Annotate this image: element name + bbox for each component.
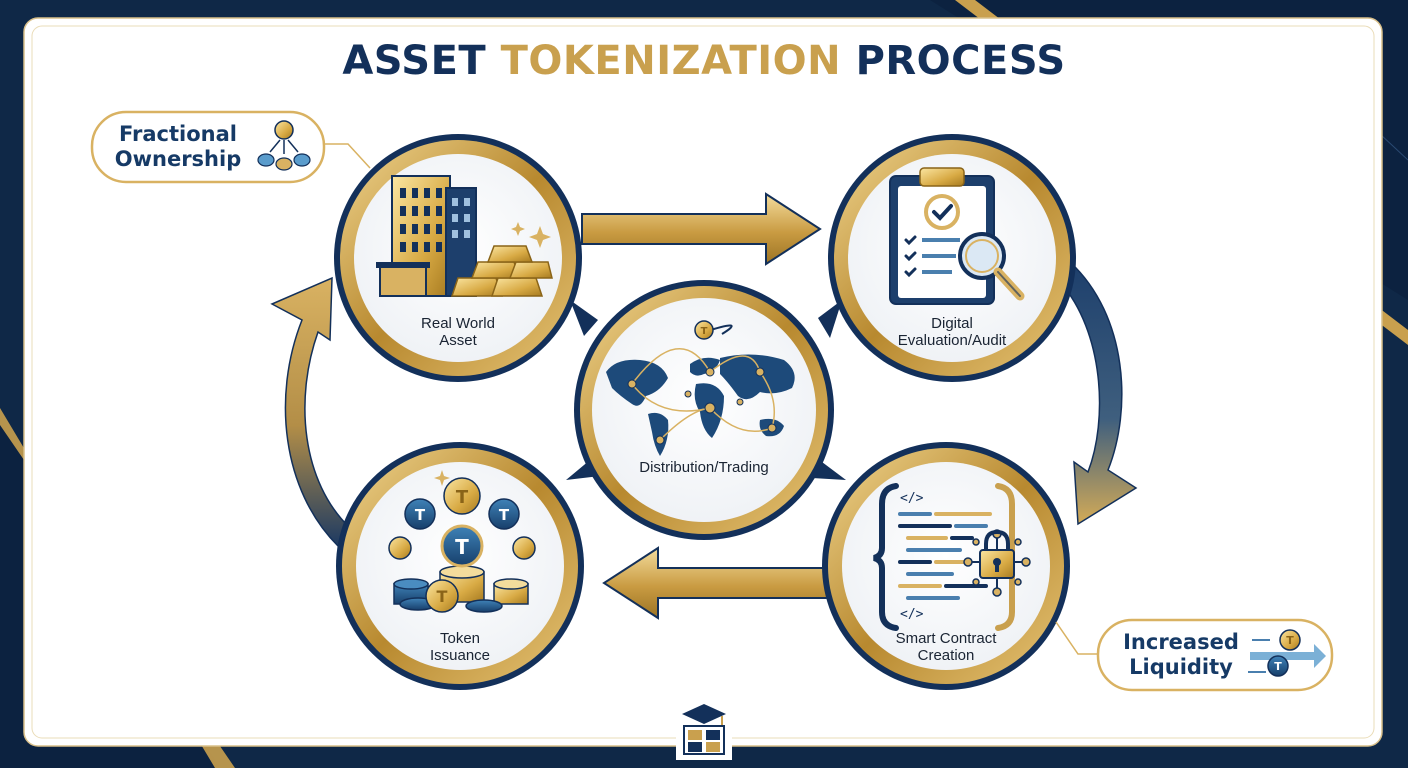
arrow-asset-to-evaluation [581, 192, 822, 266]
node-smart-contract-creation[interactable]: </> </> [822, 442, 1070, 690]
callout-fractional-ownership [90, 110, 371, 184]
building-gold-bars-icon [376, 175, 553, 297]
coin-glyph: T [1274, 660, 1282, 673]
callout-label-increased-liquidity: Increased Liquidity [1123, 630, 1239, 679]
coin-glyph: T [456, 487, 469, 508]
coin-glyph: T [1286, 634, 1294, 647]
node-distribution-trading[interactable]: T [574, 280, 834, 540]
node-label-distribution-trading: Distribution/Trading [639, 459, 769, 476]
node-real-world-asset[interactable] [334, 134, 582, 382]
arrow-issuance-to-asset [270, 276, 351, 548]
coin-glyph: T [455, 535, 469, 559]
title-part-process: PROCESS [855, 38, 1066, 84]
node-label-real-world-asset: Real World Asset [421, 315, 495, 349]
node-digital-evaluation-audit[interactable] [828, 134, 1076, 382]
arrow-contract-to-issuance [602, 546, 831, 620]
graduation-cap-logo-icon [676, 700, 732, 760]
title-part-asset: ASSET [342, 38, 487, 84]
title-part-tokenization: TOKENIZATION [500, 38, 842, 84]
node-label-smart-contract-creation: Smart Contract Creation [895, 630, 997, 664]
code-close-tag: </> [900, 607, 924, 622]
coin-glyph: T [499, 506, 510, 524]
trade-route-lines [631, 324, 775, 441]
coin-stack-icon: T T T T T [388, 470, 536, 613]
code-open-tag: </> [900, 491, 924, 506]
coin-glyph: T [701, 326, 708, 337]
node-label-digital-evaluation-audit: Digital Evaluation/Audit [897, 315, 1007, 349]
coin-flow-icon: T T [1248, 629, 1326, 677]
coin-glyph: T [437, 587, 448, 606]
callout-label-fractional-ownership: Fractional Ownership [114, 122, 242, 171]
callout-increased-liquidity: T T [1055, 618, 1334, 692]
coin-glyph: T [415, 506, 426, 524]
coin-split-icon [257, 120, 311, 171]
code-lock-icon: </> </> [873, 483, 1031, 631]
node-label-token-issuance: Token Issuance [429, 630, 491, 664]
clipboard-magnifier-icon [889, 167, 1025, 305]
node-token-issuance[interactable]: T T T T T [336, 442, 584, 690]
page-title: ASSET TOKENIZATION PROCESS [0, 38, 1408, 84]
